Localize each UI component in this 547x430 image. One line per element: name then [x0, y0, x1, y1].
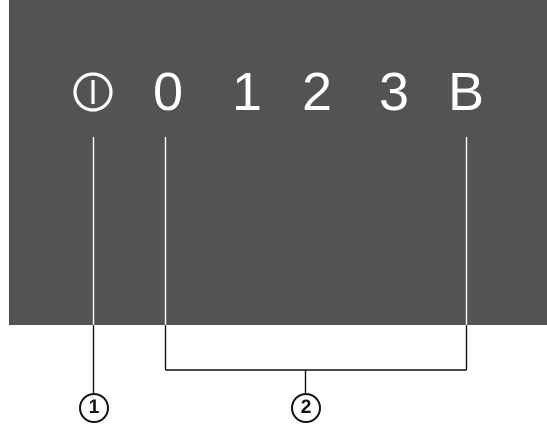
power-icon[interactable] — [71, 70, 115, 114]
level-2-key[interactable]: 2 — [301, 62, 333, 122]
boost-key[interactable]: B — [447, 62, 485, 122]
level-1-key[interactable]: 1 — [231, 62, 263, 122]
callout-2: 2 — [291, 393, 321, 423]
callout-1: 1 — [79, 393, 109, 423]
level-3-key[interactable]: 3 — [378, 62, 410, 122]
control-panel — [9, 0, 547, 325]
level-0-key[interactable]: 0 — [152, 62, 184, 122]
